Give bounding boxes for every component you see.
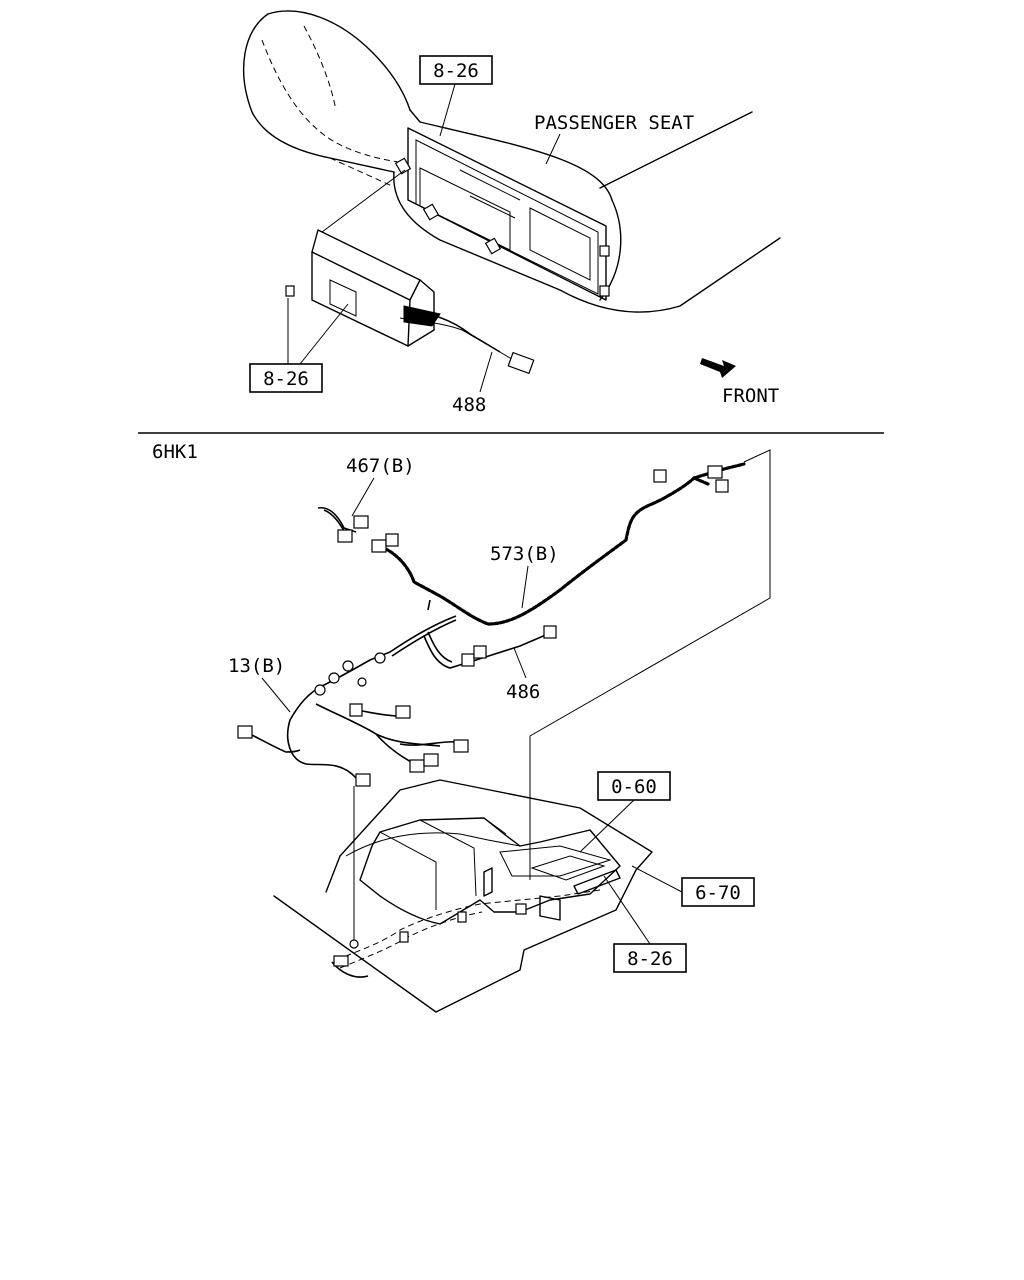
harness-467 <box>317 506 369 543</box>
ref-box-top-text: 8-26 <box>433 60 479 82</box>
part-486-label: 486 <box>506 681 540 703</box>
ref-box-0-60-text: 0-60 <box>611 776 657 798</box>
chassis-drawing <box>273 779 653 1013</box>
ref-box-6-70: 6-70 <box>681 877 755 907</box>
front-label: FRONT <box>722 385 779 407</box>
ref-box-0-60: 0-60 <box>597 771 671 801</box>
ref-box-8-26-lower-text: 8-26 <box>627 948 673 970</box>
ref-box-top-8-26: 8-26 <box>419 55 493 85</box>
ref-box-8-26-lower: 8-26 <box>613 943 687 973</box>
front-arrow-icon <box>700 358 736 378</box>
variant-label: 6HK1 <box>152 441 198 463</box>
ref-box-left-8-26: 8-26 <box>249 363 323 393</box>
part-467-label: 467(B) <box>346 455 415 477</box>
part-488-label: 488 <box>452 394 486 416</box>
passenger-seat-label: PASSENGER SEAT <box>534 112 694 134</box>
ref-box-6-70-text: 6-70 <box>695 882 741 904</box>
part-573-label: 573(B) <box>490 543 559 565</box>
harness-573 <box>371 462 746 626</box>
part-13-label: 13(B) <box>228 655 285 677</box>
harness-13 <box>237 615 469 787</box>
passenger-seat-drawing <box>242 10 781 313</box>
ref-box-left-text: 8-26 <box>263 368 309 390</box>
harness-486 <box>423 625 557 669</box>
control-unit-488 <box>285 229 535 375</box>
